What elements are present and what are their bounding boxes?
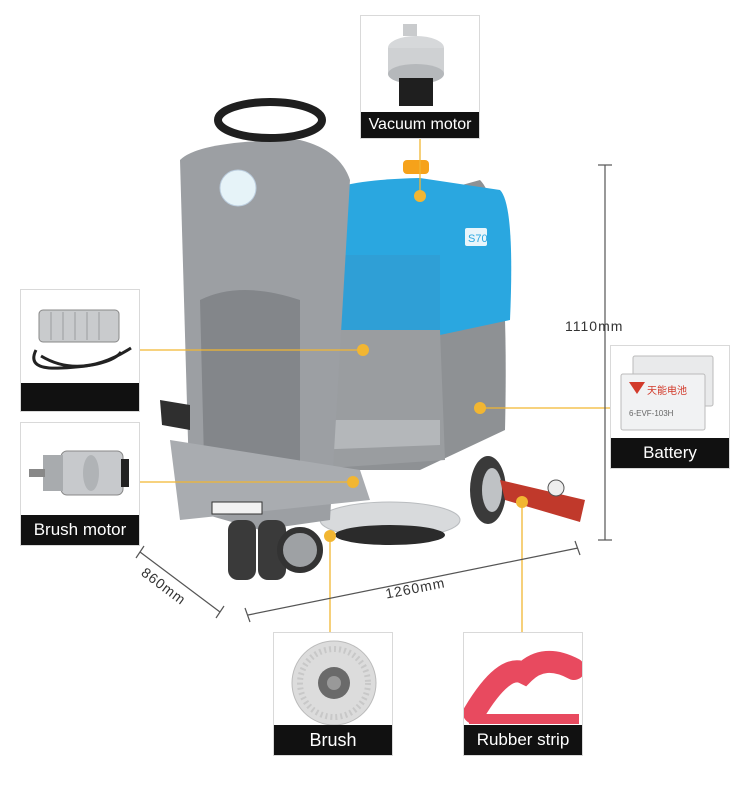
brush-image xyxy=(291,640,377,726)
machine-model-label: S70 xyxy=(468,233,488,245)
vacuum-motor-image xyxy=(388,24,444,106)
charger-callout xyxy=(20,289,140,412)
brush-motor-caption: Brush motor xyxy=(21,515,139,545)
brush-motor-callout: Brush motor xyxy=(20,422,140,546)
rubber-strip-caption: Rubber strip xyxy=(464,725,582,755)
rubber-strip-callout: Rubber strip xyxy=(463,632,583,756)
callout-lines xyxy=(140,138,610,635)
battery-model-label: 6-EVF-103H xyxy=(629,409,674,418)
charger-image xyxy=(32,309,132,370)
brush-motor-image xyxy=(29,450,129,496)
battery-image: 天能电池 6-EVF-103H xyxy=(620,355,714,431)
rubber-strip-image xyxy=(464,651,582,724)
height-dimension-label: 1110mm xyxy=(565,318,624,334)
battery-brand-label: 天能电池 xyxy=(647,384,687,397)
vacuum-motor-callout: Vacuum motor xyxy=(360,15,480,139)
battery-caption: Battery xyxy=(611,438,729,468)
brush-caption: Brush xyxy=(274,725,392,755)
dimension-lines xyxy=(135,164,612,623)
brush-callout: Brush xyxy=(273,632,393,756)
vacuum-motor-caption: Vacuum motor xyxy=(361,112,479,138)
charger-caption xyxy=(21,383,139,411)
callout-dots xyxy=(324,190,528,542)
battery-callout: 天能电池 6-EVF-103H Battery xyxy=(610,345,730,469)
